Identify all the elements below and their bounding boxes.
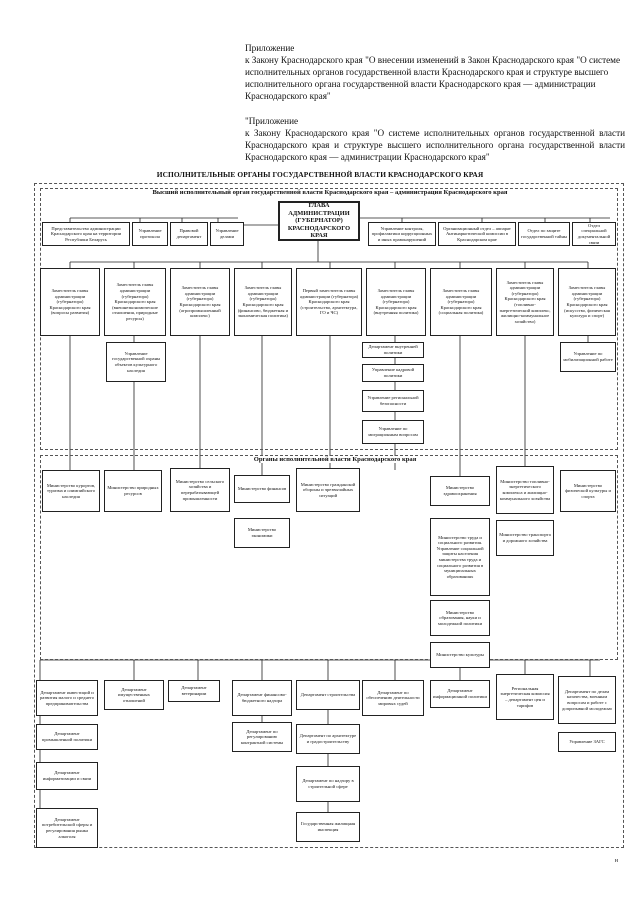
dept-col2-0: Департамент имущественных отношений: [104, 680, 164, 710]
chart-title: ИСПОЛНИТЕЛЬНЫЕ ОРГАНЫ ГОСУДАРСТВЕННОЙ ВЛ…: [156, 170, 484, 179]
dept-col6-0: Департамент по обеспечению деятельности …: [362, 680, 424, 716]
dept-col4-1: Департамент по регулированию контрактной…: [232, 722, 292, 752]
dept-col9-0: Департамент по делам казачества, военным…: [558, 676, 616, 724]
migration-box: Управление по миграционным вопросам: [362, 420, 424, 444]
dept-col3-0: Департамент ветеринарии: [168, 680, 220, 702]
dept-col5-1: Департамент по архитектуре и градостроит…: [296, 724, 360, 754]
deputy-box-6: Заместитель главы администрации (губерна…: [430, 268, 492, 336]
ministry-box-5: Министерство здравоохранения: [430, 476, 490, 506]
dept-col9-1: Управление ЗАГС: [558, 732, 616, 752]
top-right-box-0: Управление контроля, профилактики корруп…: [368, 222, 436, 246]
deputy-box-0: Заместитель главы администрации (губерна…: [40, 268, 100, 336]
deputy-box-4: Первый заместитель главы администрации (…: [296, 268, 362, 336]
exec-org-frame: [40, 455, 618, 660]
top-left-box-1: Управление протокола: [132, 222, 168, 246]
ministry-labor-box: Министерство труда и социального развити…: [430, 518, 490, 596]
top-left-box-0: Представительство администрации Краснода…: [42, 222, 130, 246]
deputy-box-7: Заместитель главы администрации (губерна…: [496, 268, 554, 336]
ministry-transport-box: Министерство транспорта и дорожного хозя…: [496, 520, 554, 556]
executive-bodies-frame: [34, 183, 624, 848]
personnel-policy-box: Управление кадровой политики: [362, 364, 424, 382]
ministry-economy-box: Министерство экономики: [234, 518, 290, 548]
mid-band-title: Органы исполнительной власти Краснодарск…: [235, 456, 435, 463]
ministry-box-1: Министерство природных ресурсов: [104, 470, 162, 512]
ministry-box-3: Министерство финансов: [234, 475, 290, 503]
deputy-box-1: Заместитель главы администрации (губерна…: [104, 268, 166, 336]
header-annex-2: "Приложение к Закону Краснодарского края…: [245, 115, 625, 163]
dept-col4-0: Департамент финансово-бюджетного надзора: [232, 680, 292, 716]
ministry-box-4: Министерство гражданской обороны и чрезв…: [296, 468, 360, 512]
ministry-education-box: Министерство образования, науки и молоде…: [430, 600, 490, 636]
header-line2: к Закону Краснодарского края "О внесении…: [245, 55, 621, 101]
dept-col7-0: Департамент информационной политики: [430, 680, 490, 708]
ministry-culture-box: Министерство культуры: [430, 642, 490, 668]
top-right-box-3: Отдел специальной документальной связи: [572, 222, 616, 246]
deputy-box-8: Заместитель главы администрации (губерна…: [558, 268, 616, 336]
ministry-box-6: Министерство топливно-энергетического ко…: [496, 466, 554, 514]
top-band-title: Высший исполнительный орган государствен…: [105, 189, 555, 196]
dept-col1-0: Департамент инвестиций и развития малого…: [36, 680, 98, 716]
governor-box: ГЛАВА АДМИНИСТРАЦИИ (ГУБЕРНАТОР) КРАСНОД…: [278, 201, 360, 241]
dept-col8-0: Региональная энергетическая комиссия – д…: [496, 674, 554, 720]
dept-col5-3: Государственная жилищная инспекция: [296, 812, 360, 842]
header-line3: "Приложение: [245, 116, 299, 126]
mobilization-box: Управление по мобилизационной работе: [560, 342, 616, 372]
internal-policy-dept-box: Департамент внутренней политики: [362, 342, 424, 358]
dept-col5-0: Департамент строительства: [296, 680, 360, 710]
ministry-box-2: Министерство сельского хозяйства и перер…: [170, 468, 230, 512]
dept-col1-3: Департамент потребительской сферы и регу…: [36, 808, 98, 848]
ministry-box-0: Министерство курортов, туризма и олимпий…: [42, 470, 100, 512]
top-right-box-1: Организационный отдел – аппарат Антинарк…: [438, 222, 516, 246]
header-annex-1: Приложение к Закону Краснодарского края …: [245, 42, 625, 102]
deputy-box-3: Заместитель главы администрации (губерна…: [234, 268, 292, 336]
ministry-box-7: Министерство физической культуры и спорт…: [560, 470, 616, 512]
top-right-box-2: Отдел по защите государственной тайны: [518, 222, 570, 246]
header-line4: к Закону Краснодарского края "О системе …: [245, 128, 625, 162]
dept-col1-1: Департамент промышленной политики: [36, 724, 98, 750]
regional-security-box: Управление региональной безопасности: [362, 390, 424, 412]
header-line1: Приложение: [245, 43, 295, 53]
culture-heritage-box: Управление государственной охраны объект…: [106, 342, 166, 382]
dept-col1-2: Департамент информатизации и связи: [36, 762, 98, 790]
top-left-box-2: Правовой департамент: [170, 222, 208, 246]
page-mark: н: [614, 858, 618, 864]
deputy-box-5: Заместитель главы администрации (губерна…: [366, 268, 426, 336]
top-left-box-3: Управление делами: [210, 222, 244, 246]
dept-col5-2: Департамент по надзору в строительной сф…: [296, 766, 360, 802]
deputy-box-2: Заместитель главы администрации (губерна…: [170, 268, 230, 336]
